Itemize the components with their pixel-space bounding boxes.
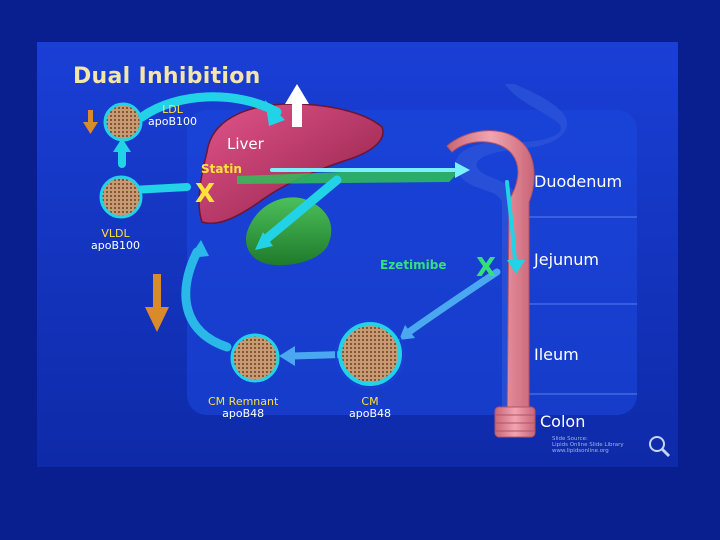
- liver-label: Liver: [227, 135, 264, 153]
- cm-particle: [335, 319, 405, 389]
- slide-title: Dual Inhibition: [73, 64, 261, 89]
- cm-name: CM: [361, 395, 379, 408]
- vldl-particle: [99, 175, 143, 219]
- cm-remnant-label: CM Remnant apoB48: [208, 396, 278, 420]
- magnifier-icon[interactable]: [649, 436, 671, 458]
- liver: [198, 103, 384, 225]
- statin-label: Statin: [201, 162, 242, 176]
- cm-apo: apoB48: [349, 407, 391, 420]
- orange-down-arrows: [83, 110, 169, 332]
- statin-block-mark: X: [195, 179, 215, 209]
- cm-remnant-particle: [230, 333, 280, 383]
- white-up-arrow: [285, 84, 309, 127]
- ldl-particle: [103, 102, 143, 142]
- flow-arrows: [118, 92, 517, 360]
- segment-duodenum: Duodenum: [534, 172, 623, 191]
- vldl-label: VLDL apoB100: [91, 228, 140, 252]
- cm-remnant-apo: apoB48: [222, 407, 265, 420]
- cm-remnant-name: CM Remnant: [208, 395, 279, 408]
- segment-ileum: Ileum: [534, 345, 579, 364]
- gallbladder: [245, 197, 332, 266]
- vldl-apo: apoB100: [91, 239, 140, 252]
- source-line: Slide Source:: [552, 436, 588, 442]
- intestine: [446, 84, 568, 438]
- source-line: Lipids Online Slide Library: [552, 442, 624, 448]
- cm-label: CM apoB48: [349, 396, 391, 420]
- vldl-name: VLDL: [101, 227, 130, 240]
- ldl-label: LDL apoB100: [148, 104, 197, 128]
- segment-colon: Colon: [540, 412, 586, 431]
- ldl-name: LDL: [162, 103, 183, 116]
- source-note: Slide Source: Lipids Online Slide Librar…: [552, 436, 624, 454]
- dual-inhibition-diagram: X X: [37, 42, 678, 467]
- ezetimibe-label: Ezetimibe: [380, 258, 447, 272]
- slide-panel: X X: [37, 42, 678, 467]
- ldl-apo: apoB100: [148, 115, 197, 128]
- ezetimibe-block-mark: X: [476, 253, 496, 283]
- segment-jejunum: Jejunum: [534, 250, 600, 269]
- source-line: www.lipidsonline.org: [552, 448, 609, 454]
